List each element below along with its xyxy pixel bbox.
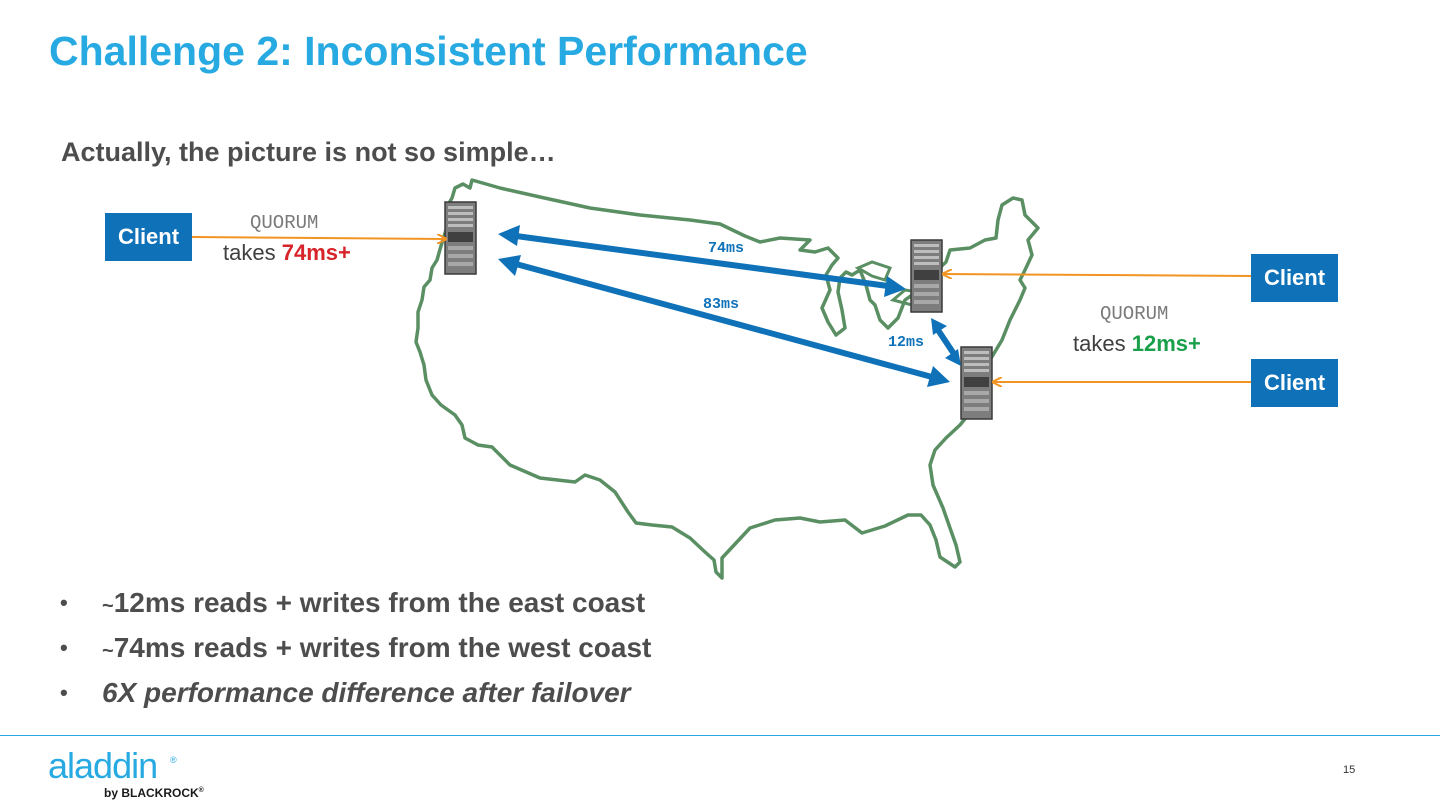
east-quorum-plus: + xyxy=(1188,331,1201,356)
page-number: 15 xyxy=(1343,764,1356,776)
east-quorum-takes: takes 12ms+ xyxy=(1073,331,1201,357)
slide-title: Challenge 2: Inconsistent Performance xyxy=(49,28,808,74)
bullet-item: •6X performance difference after failove… xyxy=(60,677,631,708)
west-takes-word: takes xyxy=(223,240,276,265)
server-west-icon xyxy=(444,201,477,275)
east-quorum-value: 12ms xyxy=(1131,331,1188,356)
aladdin-logo-mark: ® xyxy=(170,755,177,765)
bullet-prefix: ~ xyxy=(102,595,114,617)
link-west-north-arrow xyxy=(498,225,906,297)
bullet-item: •~12ms reads + writes from the east coas… xyxy=(60,587,646,618)
latency-north-south-label: 12ms xyxy=(888,334,925,351)
west-quorum-takes: takes 74ms+ xyxy=(223,240,351,266)
blackrock-byline: by BLACKROCK® xyxy=(104,786,204,800)
bullet-text: 74ms reads + writes from the west coast xyxy=(113,632,652,663)
latency-west-south-label: 83ms xyxy=(703,296,740,313)
client-west-arrow xyxy=(191,237,446,239)
server-north-east-icon xyxy=(910,239,943,313)
east-takes-word: takes xyxy=(1073,331,1126,356)
link-north-south-arrow xyxy=(931,318,961,366)
link-west-south-arrow xyxy=(498,255,950,387)
client-box-north-east: Client xyxy=(1251,254,1338,302)
server-south-east-icon xyxy=(960,346,993,420)
east-quorum-label: QUORUM xyxy=(1100,303,1169,325)
latency-west-north-label: 74ms xyxy=(708,240,745,257)
bullet-text: 6X performance difference after failover xyxy=(102,677,631,708)
us-map-outline xyxy=(414,178,1040,580)
bullet-list: •~12ms reads + writes from the east coas… xyxy=(60,585,651,720)
bullet-text: 12ms reads + writes from the east coast xyxy=(113,587,646,618)
footer-divider xyxy=(0,735,1440,736)
client-box-south-east: Client xyxy=(1251,359,1338,407)
aladdin-logo: aladdin xyxy=(48,745,158,786)
client-north-east-arrow xyxy=(943,274,1252,276)
west-quorum-label: QUORUM xyxy=(250,212,319,234)
client-box-west: Client xyxy=(105,213,192,261)
west-quorum-plus: + xyxy=(338,240,351,265)
slide-subtitle: Actually, the picture is not so simple… xyxy=(61,137,556,167)
west-quorum-value: 74ms xyxy=(281,240,338,265)
bullet-prefix: ~ xyxy=(102,640,114,662)
bullet-item: •~74ms reads + writes from the west coas… xyxy=(60,632,652,663)
